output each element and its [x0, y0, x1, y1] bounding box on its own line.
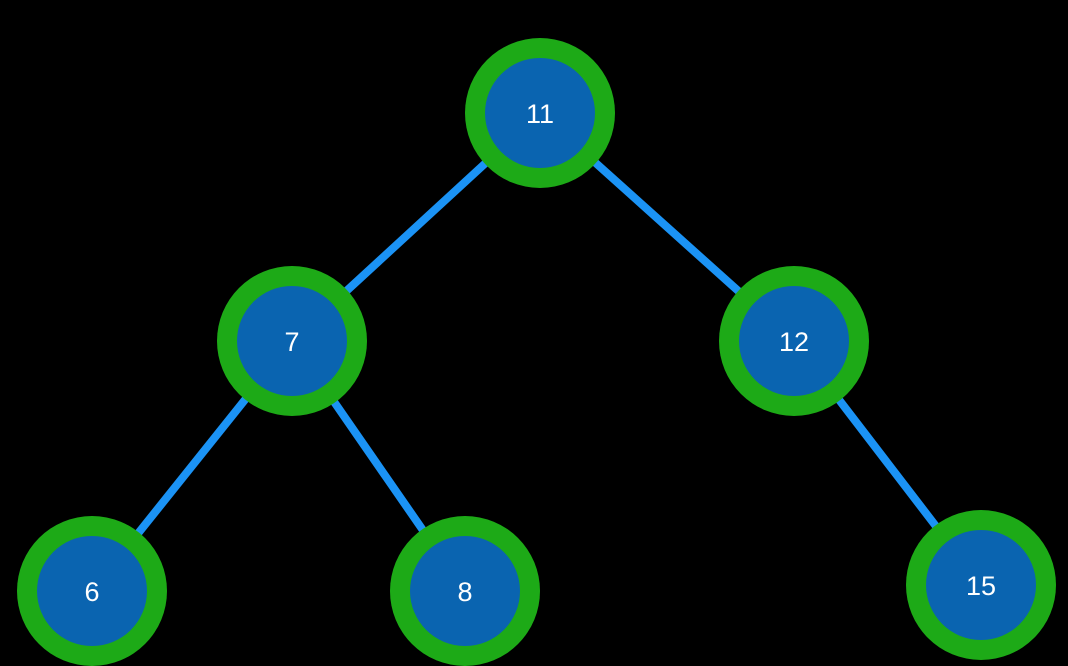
node-label: 12: [779, 327, 809, 357]
node-label: 7: [284, 327, 299, 357]
node-8: 8: [390, 516, 540, 666]
node-label: 8: [457, 577, 472, 607]
node-6: 6: [17, 516, 167, 666]
node-12: 12: [719, 266, 869, 416]
node-label: 11: [526, 99, 554, 129]
node-label: 6: [84, 577, 99, 607]
node-15: 15: [906, 510, 1056, 660]
tree-nodes: 11 7 12 6 8 15: [17, 38, 1056, 666]
node-11: 11: [465, 38, 615, 188]
node-7: 7: [217, 266, 367, 416]
node-label: 15: [966, 571, 996, 601]
